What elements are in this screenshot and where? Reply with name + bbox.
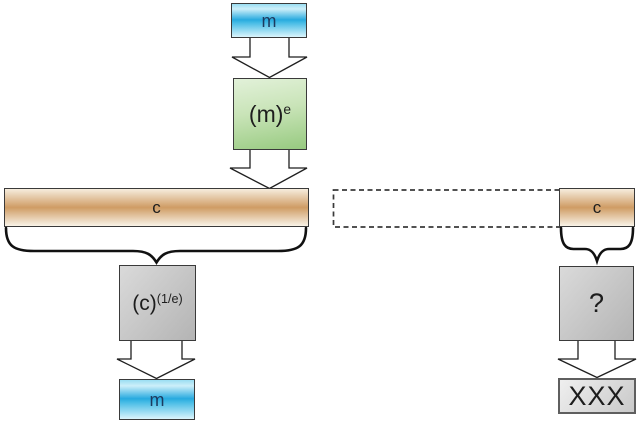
plaintext-bottom-label: m: [149, 389, 165, 410]
attack-result-box: XXX: [558, 378, 636, 414]
decrypt-exponent: (1/e): [156, 291, 183, 306]
brace-full-cipher: [4, 226, 308, 266]
decrypt-operation-box: (c)(1/e): [119, 265, 196, 341]
plaintext-box-bottom: m: [119, 379, 195, 420]
ciphertext-bar: c: [4, 188, 309, 227]
encrypt-label: (m)e: [248, 100, 292, 127]
decrypt-label: (c)(1/e): [132, 291, 183, 315]
encrypt-exponent: e: [283, 101, 292, 117]
unknown-operation-label: ?: [588, 288, 605, 318]
attack-result-label: XXX: [568, 380, 626, 411]
unknown-operation-box: ?: [559, 266, 634, 341]
ciphertext-fragment-label: c: [592, 198, 602, 217]
down-arrow-icon-unknown-to-result: [557, 338, 637, 379]
ciphertext-fragment-box: c: [559, 188, 635, 227]
plaintext-top-label: m: [261, 10, 277, 31]
plaintext-box-top: m: [231, 3, 307, 38]
down-arrow-icon-decrypt-to-plain: [116, 338, 196, 380]
missing-cipher-placeholder: [332, 189, 562, 228]
down-arrow-icon-plain-to-encrypt: [231, 35, 308, 79]
brace-cipher-fragment: [559, 226, 635, 266]
ciphertext-bar-label: c: [152, 198, 161, 217]
encrypt-operation-box: (m)e: [233, 78, 307, 150]
down-arrow-icon-encrypt-to-cipher: [229, 147, 308, 190]
